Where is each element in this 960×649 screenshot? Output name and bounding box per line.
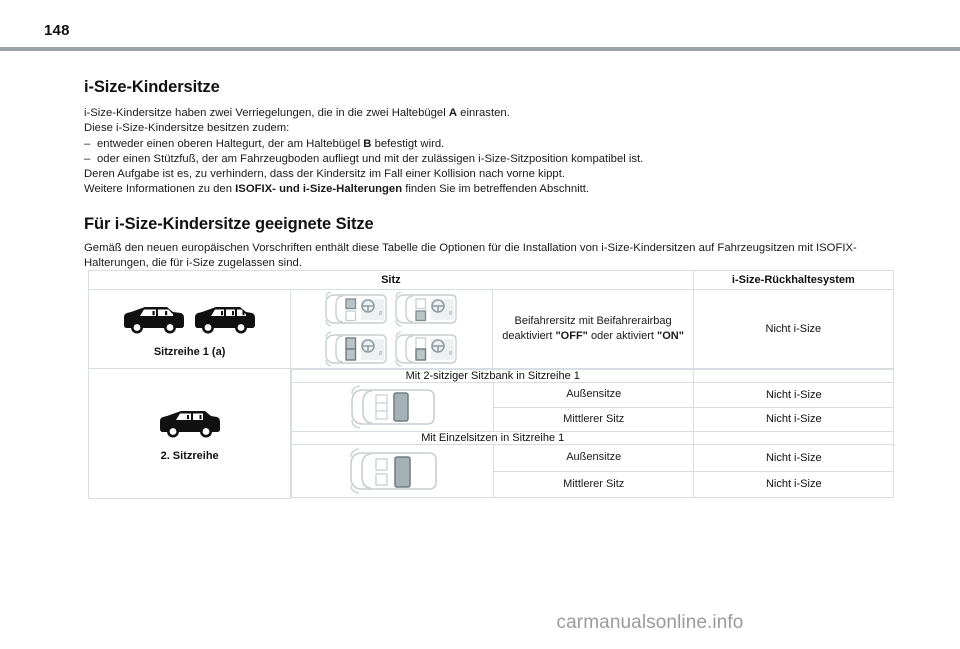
body-text: Weitere Informationen zu den (84, 183, 236, 196)
position-text-mid: oder aktiviert (587, 330, 657, 342)
position-bold-off: "OFF" (555, 330, 588, 342)
group-row-2-seat-bench: Mit 2-sitziger Sitzbank in Sitzreihe 1 (291, 369, 895, 383)
diagram-wrapper (292, 383, 493, 431)
seat-position-bench-outer: Außensitze (493, 382, 695, 408)
bullet-content: entweder einen oberen Haltegurt, der am … (97, 137, 444, 152)
seat-position-bench-middle: Mittlerer Sitz (493, 406, 695, 432)
diagram-grid (291, 290, 492, 368)
bullet-text: entweder einen oberen Haltegurt, der am … (97, 137, 364, 150)
van-long-side-icon (194, 305, 256, 335)
seat-position-row-1: Beifahrersitz mit Beifahrerairbag deakti… (492, 289, 694, 369)
table-row-individual-middle: Mittlerer Sitz Nicht i-Size (292, 470, 895, 498)
position-bold-on: "ON" (657, 330, 684, 342)
vehicle-icon-group (89, 405, 290, 439)
position-text: Beifahrersitz mit Beifahrerairbag deakti… (502, 315, 672, 342)
table-row-bench-outer: Außensitze Nicht i-Size (291, 382, 895, 432)
seat-layout-top-left-icon (323, 290, 391, 328)
table-row-bench-middle: Mittlerer Sitz Nicht i-Size (292, 406, 895, 432)
diagram-wrapper (292, 445, 493, 497)
row-2-subtable: Mit 2-sitziger Sitzbank in Sitzreihe 1 (291, 369, 895, 498)
group-title-bench: Mit 2-sitziger Sitzbank in Sitzreihe 1 (291, 369, 695, 383)
bullet-line-2: – oder einen Stützfuß, der am Fahrzeugbo… (84, 152, 894, 167)
table-row-seat-row-2: 2. Sitzreihe Mit 2-sitziger Sitzbank in … (87, 368, 895, 499)
row-2-subtable-container: Mit 2-sitziger Sitzbank in Sitzreihe 1 (291, 369, 895, 498)
body-line-1: i-Size-Kindersitze haben zwei Verriegelu… (84, 106, 894, 121)
vehicle-icon-group (89, 301, 290, 335)
restraint-system-individual-middle: Nicht i-Size (693, 470, 895, 498)
bullet-dash: – (84, 152, 91, 165)
section-title-suitable-seats: Für i-Size-Kindersitze geeignete Sitze (84, 214, 374, 233)
body-text: Deren Aufgabe ist es, zu verhindern, das… (84, 168, 565, 181)
table-header-seat: Sitz (88, 270, 694, 290)
group-title-individual: Mit Einzelsitzen in Sitzreihe 1 (291, 431, 695, 445)
restraint-system-individual-outer: Nicht i-Size (693, 444, 895, 472)
section-title-child-seats: i-Size-Kindersitze (84, 78, 220, 96)
body-text: i-Size-Kindersitze haben zwei Verriegelu… (84, 107, 449, 119)
bullet-bold: B (363, 137, 372, 150)
group-row-2-individual-seats: Mit Einzelsitzen in Sitzreihe 1 (291, 431, 895, 445)
body-line-3: Deren Aufgabe ist es, zu verhindern, das… (84, 167, 894, 182)
table-header-row: Sitz i-Size-Rückhaltesystem (88, 270, 895, 290)
seat-position-individual-middle: Mittlerer Sitz (493, 470, 695, 498)
diagram-cell-bench (291, 382, 495, 432)
vehicle-cell-row-1: Sitzreihe 1 (a) (87, 289, 292, 369)
seat-position-individual-outer: Außensitze (493, 444, 695, 472)
bullet-line-1: – entweder einen oberen Haltegurt, der a… (84, 137, 894, 152)
intro-paragraph: Gemäß den neuen europäischen Vorschrifte… (84, 241, 857, 270)
group-system-bench (693, 369, 895, 383)
page-header: 148 (0, 0, 960, 52)
page-content: i-Size-Kindersitze i-Size-Kindersitze ha… (84, 78, 894, 272)
bullet-text: oder einen Stützfuß, der am Fahrzeugbode… (97, 152, 644, 165)
vehicle-label-row-2: 2. Sitzreihe (160, 449, 219, 462)
body-bold: A (448, 107, 458, 119)
diagram-cell-row-1 (290, 289, 494, 369)
body-text-tail: finden Sie im betreffenden Abschnitt. (402, 183, 590, 196)
body-line-4: Weitere Informationen zu den ISOFIX- und… (84, 182, 894, 197)
seat-layout-bottom-right-icon (393, 330, 461, 368)
restraint-system-row-1: Nicht i-Size (692, 289, 895, 369)
van-short-side-icon (123, 305, 185, 335)
vehicle-label-row-1: Sitzreihe 1 (a) (153, 345, 226, 358)
body-line-2: Diese i-Size-Kindersitze besitzen zudem: (84, 121, 894, 136)
restraint-system-bench-middle: Nicht i-Size (693, 406, 895, 432)
body-text: Diese i-Size-Kindersitze besitzen zudem: (84, 122, 290, 135)
group-system-individual (693, 431, 895, 445)
seat-layout-bottom-left-icon (323, 330, 391, 368)
header-rule-divider (0, 47, 960, 51)
vehicle-cell-row-2: 2. Sitzreihe (87, 368, 292, 499)
page-number: 148 (44, 22, 70, 39)
body-text-tail: einrasten. (457, 107, 510, 119)
van-side-icon (159, 409, 221, 439)
site-watermark: carmanualsonline.info (556, 612, 744, 633)
seat-row2-bench-top-icon (347, 383, 439, 431)
bullet-dash: – (84, 137, 91, 150)
diagram-cell-individual (291, 444, 495, 498)
bullet-content: oder einen Stützfuß, der am Fahrzeugbode… (97, 152, 643, 167)
table-row-individual-outer: Außensitze Nicht i-Size (291, 444, 895, 498)
seat-row2-individual-icon (345, 445, 441, 497)
table-row-seat-row-1: Sitzreihe 1 (a) (87, 289, 895, 369)
bullet-text-tail: befestigt wird. (371, 137, 445, 150)
seat-layout-top-right-icon (393, 290, 461, 328)
i-size-compatibility-table: Sitz i-Size-Rückhaltesystem (87, 270, 895, 499)
body-bold-isofix: ISOFIX- und i-Size-Halterungen (235, 183, 403, 196)
restraint-system-bench-outer: Nicht i-Size (693, 382, 895, 408)
table-header-system: i-Size-Rückhaltesystem (692, 270, 895, 290)
